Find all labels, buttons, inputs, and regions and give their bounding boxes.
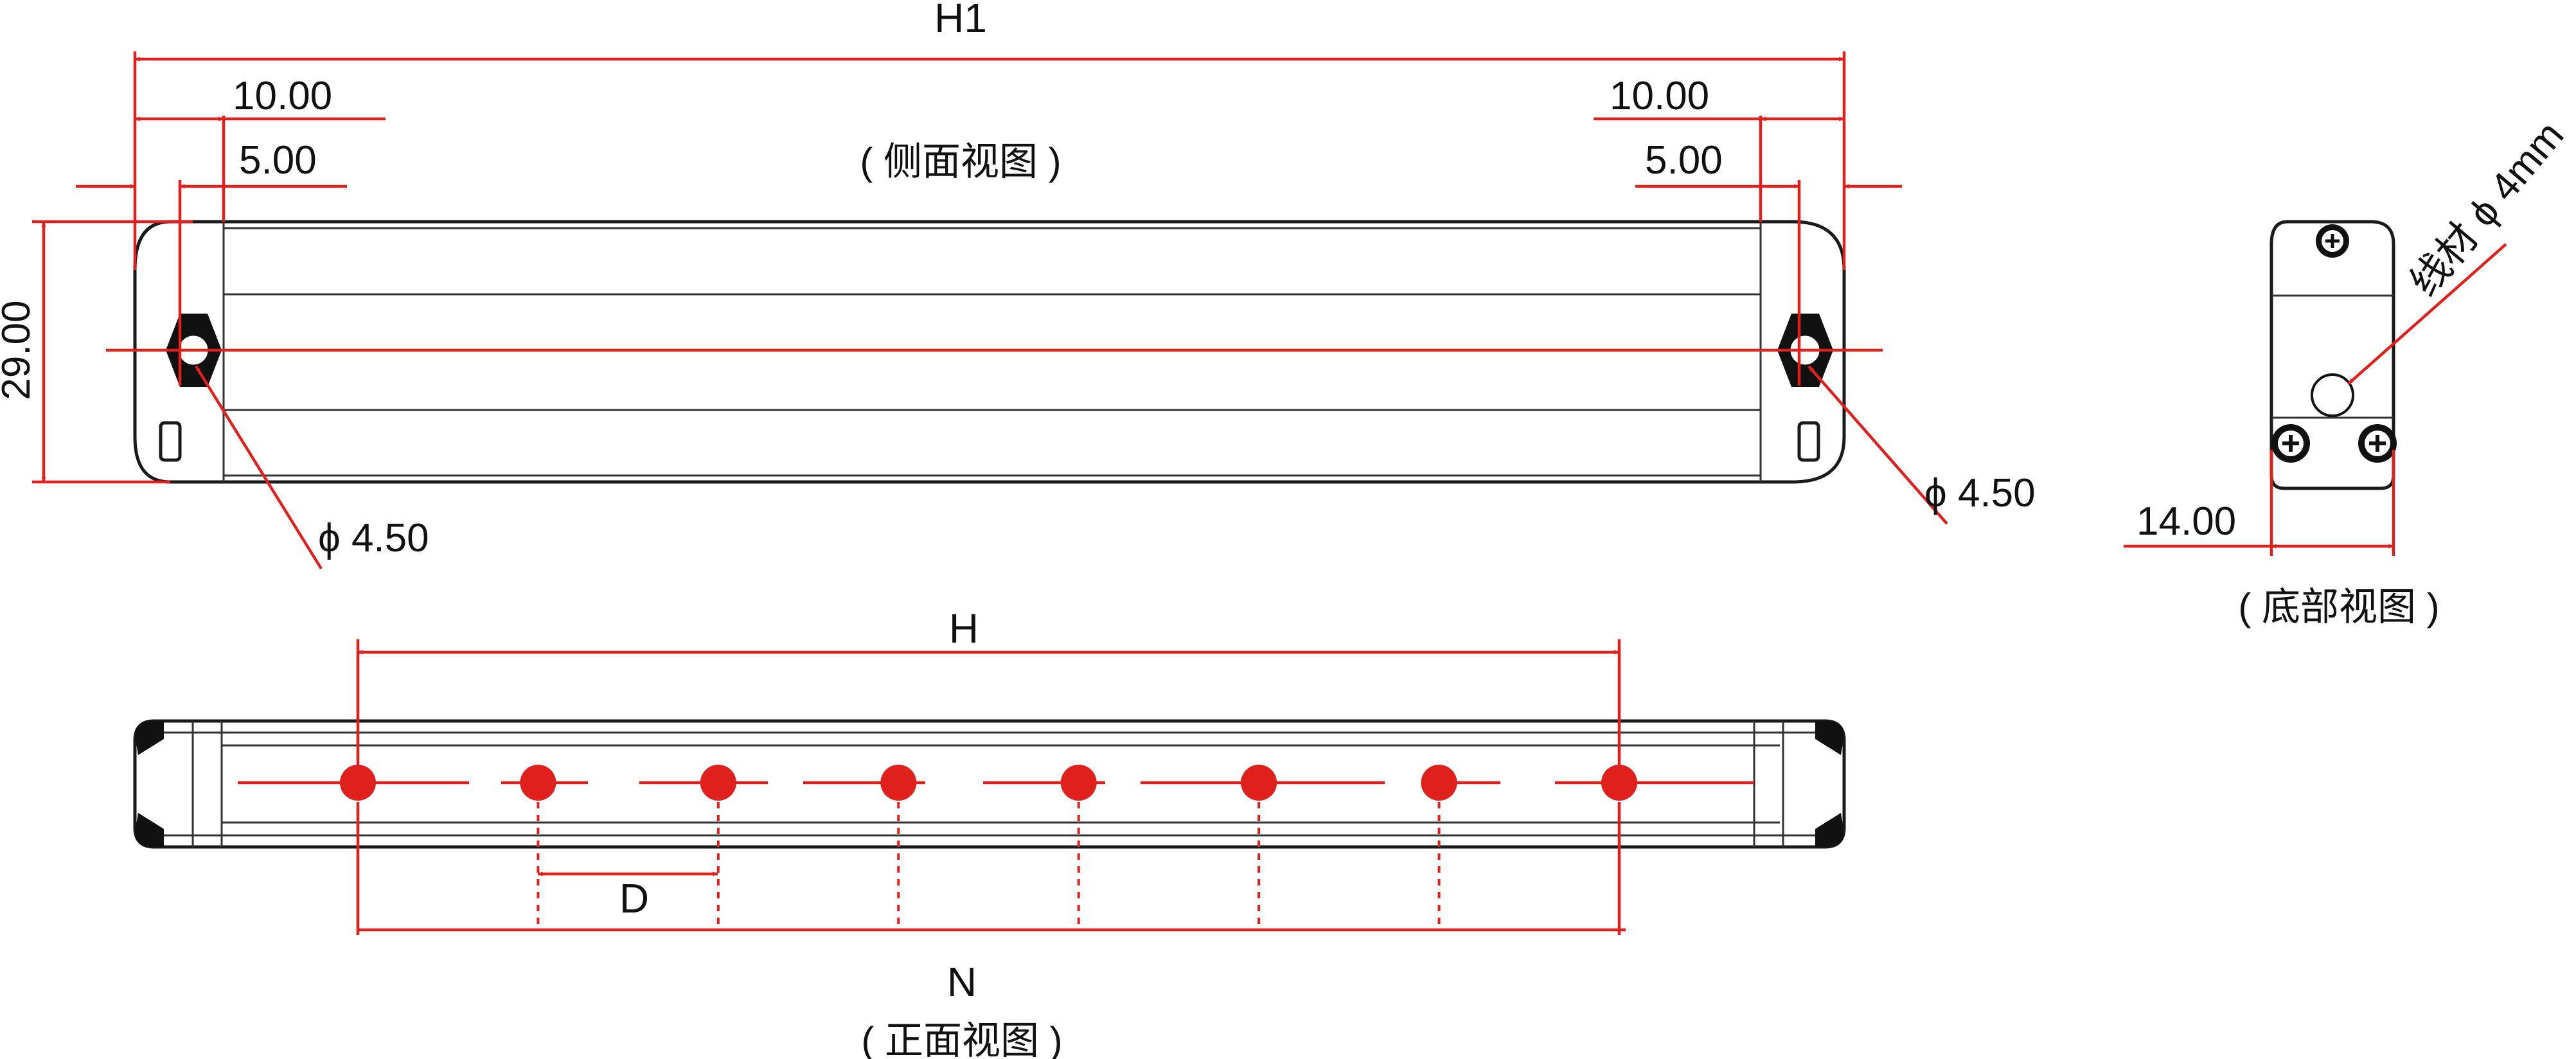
side-view-body: [133, 220, 1846, 484]
screw-icon: [2316, 224, 2349, 258]
cable-spec: 线材 ϕ 4mm: [2402, 113, 2573, 305]
bottom-view-body: [2270, 220, 2395, 490]
total-label: N: [947, 959, 977, 1005]
right-offset-inner-dim: 5.00: [1645, 138, 1723, 182]
screw-icon: [2271, 424, 2310, 463]
front-view-title: ( 正面视图 ): [861, 1019, 1062, 1059]
led-guides: [356, 802, 1621, 935]
overall-length-label: H1: [934, 0, 987, 41]
right-offset-outer-dim: 10.00: [1610, 74, 1709, 118]
bottom-view-title: ( 底部视图 ): [2238, 585, 2439, 628]
screw-icon: [2358, 424, 2397, 463]
pitch-label: D: [619, 875, 649, 921]
side-view: H1 10.00 5.00 10.00 5.00 29.00 ϕ 4.50 ϕ …: [0, 0, 2036, 570]
right-hole-diameter: ϕ 4.50: [1924, 471, 2036, 515]
cable-outlet: [2311, 373, 2354, 417]
side-view-title: ( 侧面视图 ): [860, 140, 1061, 183]
led-4: [880, 765, 917, 801]
led-7: [1421, 765, 1457, 801]
led-3: [700, 765, 736, 801]
bottom-view: 线材 ϕ 4mm 14.00 ( 底部视图 ): [2124, 113, 2572, 628]
span-label: H: [949, 605, 979, 652]
led-array: [340, 765, 1637, 801]
led-2: [520, 765, 556, 801]
left-offset-outer-dim: 10.00: [233, 74, 332, 118]
led-5: [1060, 765, 1097, 801]
front-view: H D N ( 正面视图 ): [133, 605, 1846, 1059]
led-6: [1241, 765, 1277, 801]
height-dim: 29.00: [0, 300, 39, 400]
left-hole-diameter: ϕ 4.50: [318, 516, 429, 560]
left-offset-inner-dim: 5.00: [239, 138, 317, 182]
bottom-width-dim: 14.00: [2136, 499, 2236, 544]
